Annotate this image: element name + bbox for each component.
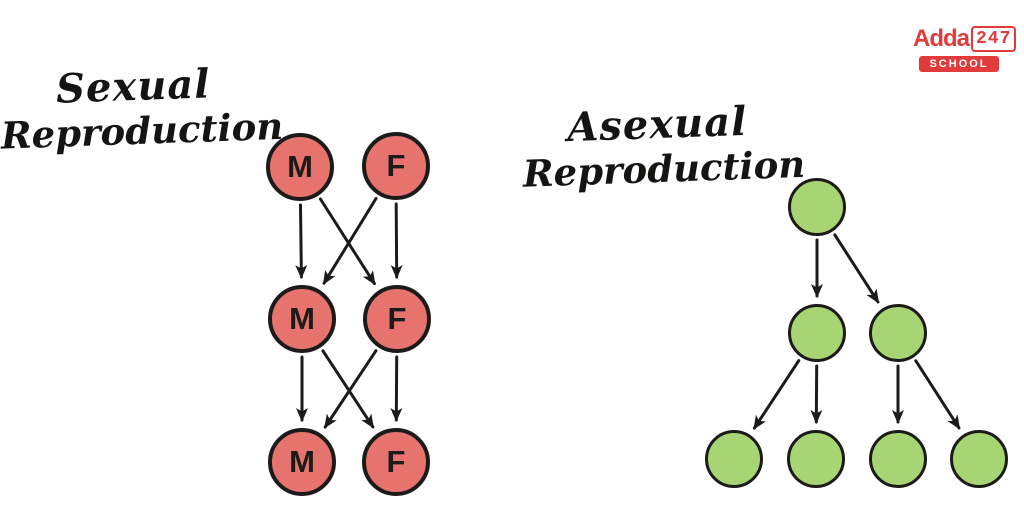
- sexual-node-parent-f: F: [362, 132, 430, 200]
- arrow-asexual-child1-to-grandchild-1: [752, 359, 801, 430]
- asexual-title-line2: Reproduction: [522, 141, 806, 196]
- sexual-node-grandchild-f: F: [362, 428, 430, 496]
- arrow-asexual-child2-to-grandchild-4: [914, 359, 961, 430]
- asexual-node-grandchild-4: [950, 430, 1008, 488]
- sexual-node-grandchild-m: M: [268, 428, 336, 496]
- sexual-node-child-m: M: [268, 285, 336, 353]
- arrow-parent-m-to-child-f: [318, 197, 376, 286]
- logo-number-box: 247: [971, 26, 1017, 52]
- asexual-node-grandchild-2: [787, 430, 845, 488]
- logo-brand-text: Adda: [913, 25, 970, 52]
- logo-school-banner: SCHOOL: [919, 56, 999, 72]
- sexual-reproduction-title: Sexual Reproduction: [0, 59, 284, 158]
- arrow-asexual-parent-to-child-2: [833, 233, 880, 304]
- sexual-node-child-f: F: [363, 285, 431, 353]
- asexual-node-parent: [788, 178, 846, 236]
- arrow-child-m-to-grandchild-f: [321, 349, 375, 429]
- adda247-logo: Adda 247 SCHOOL: [913, 25, 1017, 72]
- asexual-node-child-1: [788, 304, 846, 362]
- arrow-parent-m-to-child-m: [295, 203, 308, 279]
- asexual-node-child-2: [869, 304, 927, 362]
- arrow-child-f-to-grandchild-m: [323, 349, 378, 429]
- sexual-node-parent-m: M: [266, 133, 334, 201]
- asexual-node-grandchild-1: [705, 430, 763, 488]
- asexual-node-grandchild-3: [869, 430, 927, 488]
- adda247-logo-top: Adda 247: [913, 25, 1017, 53]
- asexual-reproduction-title: Asexual Reproduction: [521, 97, 806, 196]
- arrow-parent-f-to-child-m: [322, 196, 378, 285]
- sexual-title-line2: Reproduction: [0, 103, 284, 158]
- arrow-parent-f-to-child-f: [390, 202, 403, 279]
